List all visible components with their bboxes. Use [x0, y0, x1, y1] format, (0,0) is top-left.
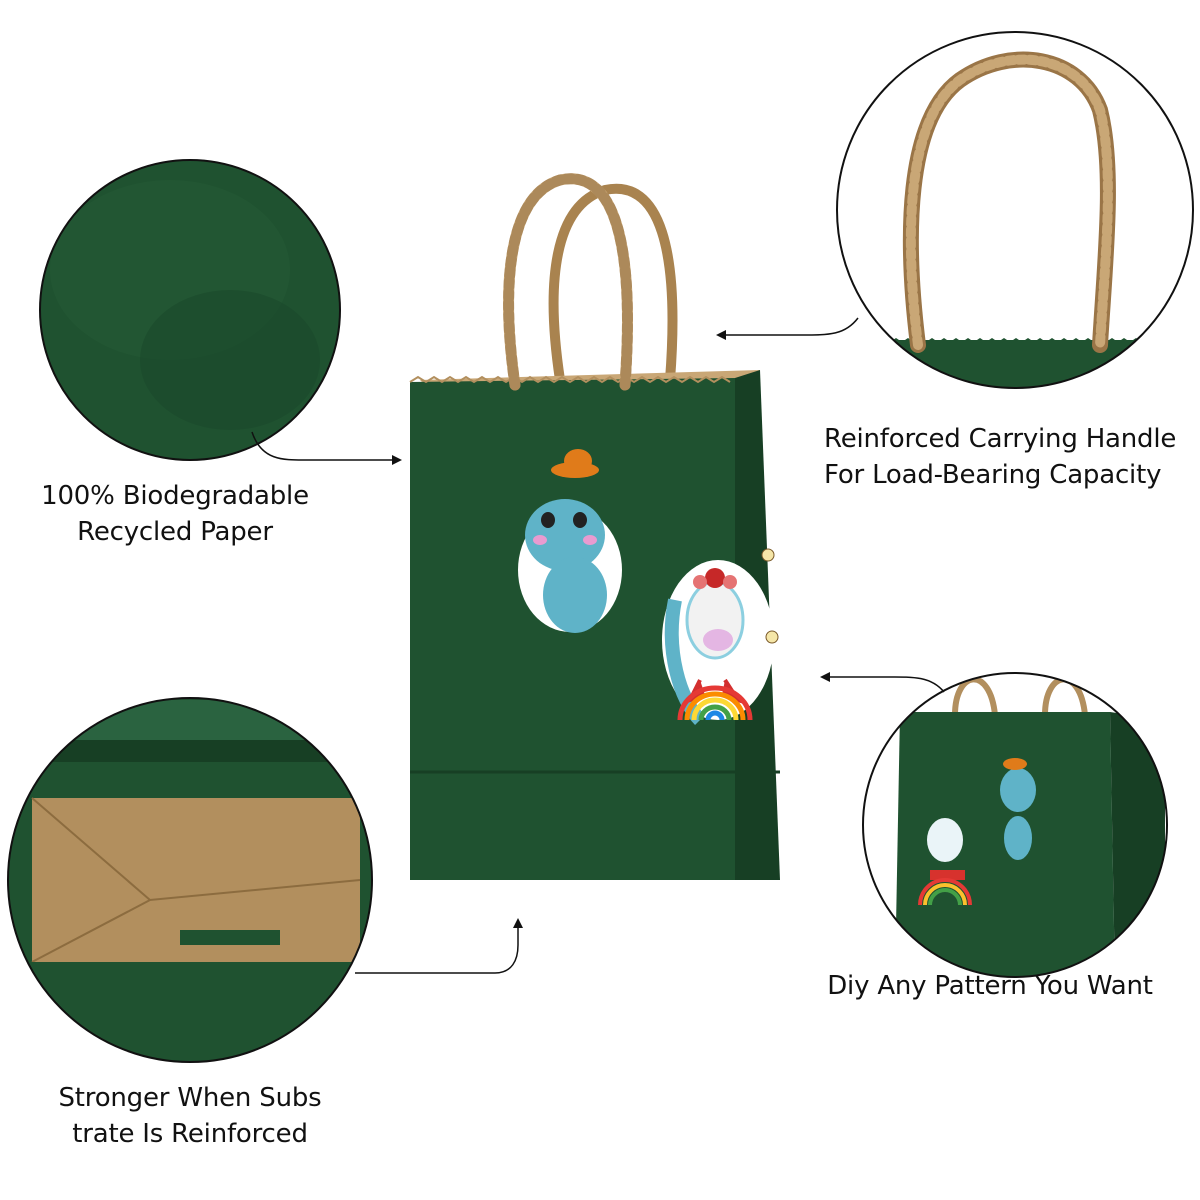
diy-feature-caption: Diy Any Pattern You Want [780, 968, 1200, 1004]
paper-caption-line1: 100% Biodegradable [41, 481, 309, 511]
decorated-bag-detail-circle [862, 672, 1168, 978]
base-caption-line2: trate Is Reinforced [72, 1119, 308, 1149]
base-feature-caption: Stronger When Subs trate Is Reinforced [20, 1080, 360, 1152]
paper-feature-caption: 100% Biodegradable Recycled Paper [20, 478, 330, 550]
arrow-decoration-to-bag [820, 672, 945, 693]
bag-bottom-detail-circle [7, 697, 373, 1063]
handle-caption-line1: Reinforced Carrying Handle [824, 424, 1177, 454]
main-gift-bag [409, 173, 780, 880]
paper-texture-detail-circle [39, 159, 341, 461]
base-caption-line1: Stronger When Subs [58, 1083, 322, 1113]
unicorn-sticker [662, 548, 779, 725]
handle-caption-line2: For Load-Bearing Capacity [824, 460, 1162, 490]
paper-caption-line2: Recycled Paper [77, 517, 273, 547]
arrow-handle-to-bag [716, 317, 859, 340]
handle-feature-caption: Reinforced Carrying Handle For Load-Bear… [824, 421, 1176, 493]
handle-detail-circle [836, 31, 1194, 389]
diy-caption-line1: Diy Any Pattern You Want [827, 971, 1153, 1001]
arrow-paper-to-bag [251, 431, 402, 465]
dinosaur-sticker [518, 449, 622, 633]
arrow-bottom-to-bag [355, 918, 523, 974]
